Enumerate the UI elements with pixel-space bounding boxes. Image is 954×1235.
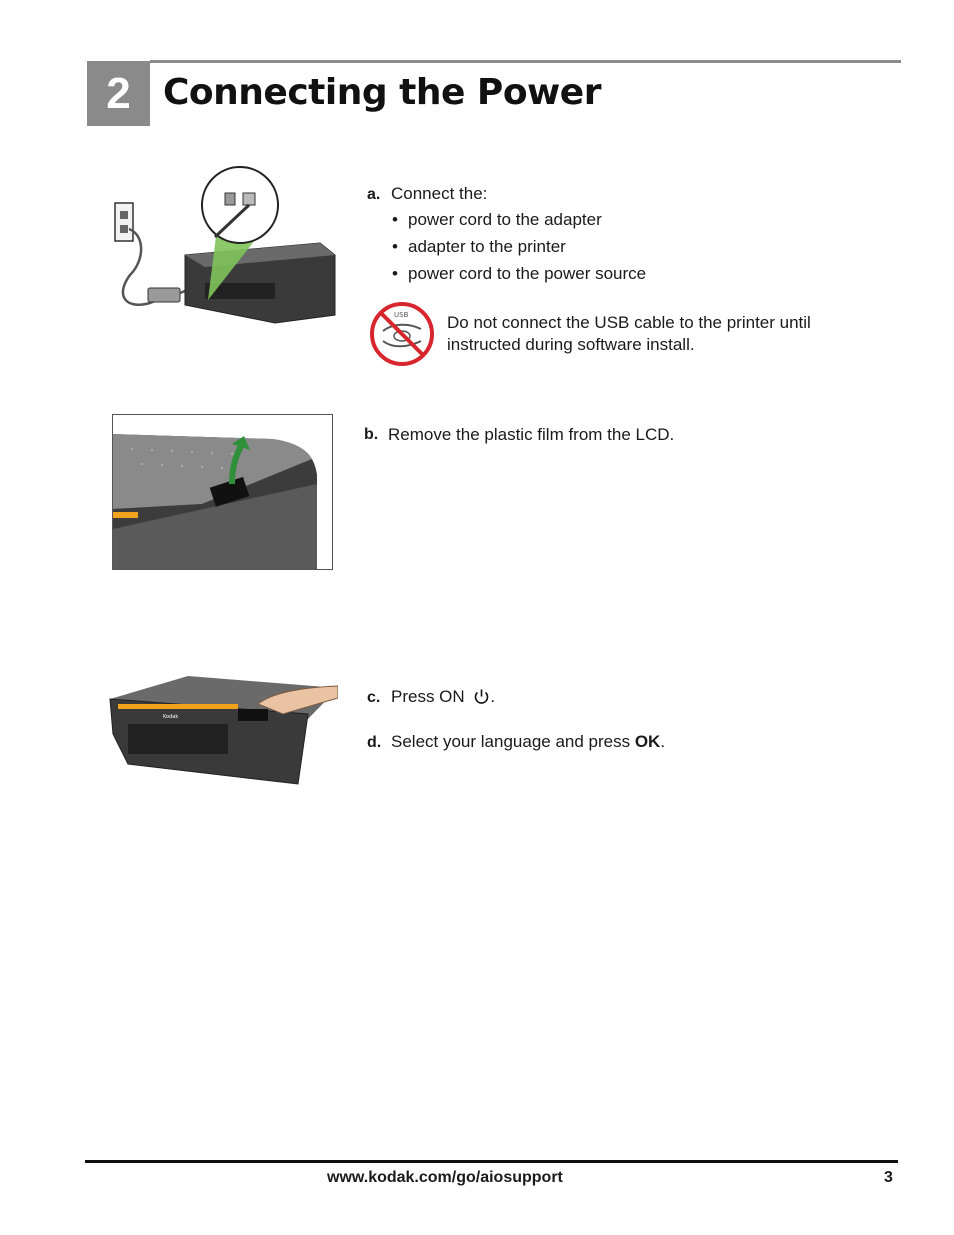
- bullet-dot: •: [392, 264, 398, 283]
- support-url[interactable]: www.kodak.com/go/aiosupport: [327, 1169, 563, 1186]
- step-a-label: a.: [367, 186, 381, 203]
- step-c-text-before: Press ON: [391, 687, 465, 706]
- power-connection-illustration: [105, 165, 345, 330]
- step-c-text: Press ON .: [391, 687, 495, 707]
- no-usb-icon: USB: [370, 302, 434, 366]
- svg-text:USB: USB: [394, 311, 409, 319]
- press-on-illustration: Kodak: [109, 676, 338, 785]
- step-a-intro: Connect the:: [391, 184, 488, 203]
- header-rule: [150, 60, 901, 63]
- ok-button-label: OK: [634, 732, 661, 751]
- bullet-dot: •: [392, 210, 398, 229]
- step-d-text: Select your language and press OK.: [391, 732, 665, 752]
- page-title: Connecting the Power: [163, 72, 601, 113]
- remove-lcd-film-illustration: [112, 414, 333, 570]
- usb-warning-line1: Do not connect the USB cable to the prin…: [447, 313, 811, 332]
- power-icon: [475, 689, 489, 704]
- step-c-text-after: .: [490, 687, 496, 706]
- usb-warning-line2: instructed during software install.: [447, 335, 695, 354]
- step-d-text-after: .: [660, 732, 666, 751]
- step-b-text: Remove the plastic film from the LCD.: [388, 425, 675, 444]
- step-c-label: c.: [367, 689, 381, 706]
- step-number-badge: 2: [87, 61, 150, 126]
- page-number: 3: [884, 1169, 893, 1186]
- bullet-item: power cord to the power source: [408, 264, 647, 283]
- step-d-label: d.: [367, 734, 382, 751]
- bullet-dot: •: [392, 237, 398, 256]
- step-b-label: b.: [364, 426, 379, 443]
- bullet-item: power cord to the adapter: [408, 210, 602, 229]
- bullet-item: adapter to the printer: [408, 237, 566, 256]
- step-d-text-before: Select your language and press: [391, 732, 635, 751]
- svg-text:Kodak: Kodak: [163, 714, 178, 720]
- footer-rule: [85, 1160, 898, 1163]
